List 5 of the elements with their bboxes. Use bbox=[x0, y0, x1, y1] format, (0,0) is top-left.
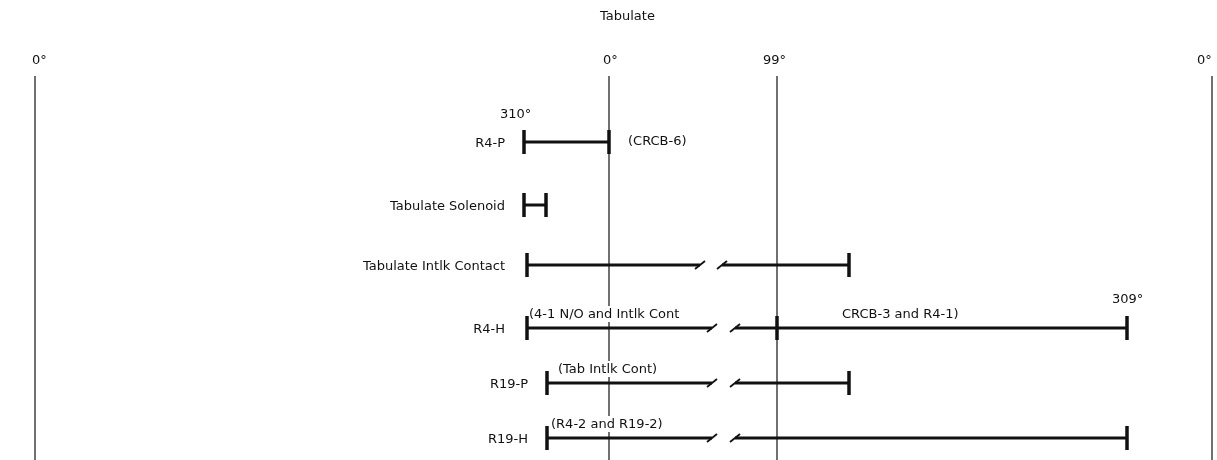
contact-note: (Tab Intlk Cont) bbox=[558, 361, 658, 377]
contact-note: (CRCB-6) bbox=[628, 133, 687, 149]
contact-note: CRCB-3 and R4-1) bbox=[842, 306, 959, 322]
contact-note: (R4-2 and R19-2) bbox=[551, 416, 663, 432]
contact-note: (4-1 N/O and Intlk Cont bbox=[529, 306, 680, 322]
